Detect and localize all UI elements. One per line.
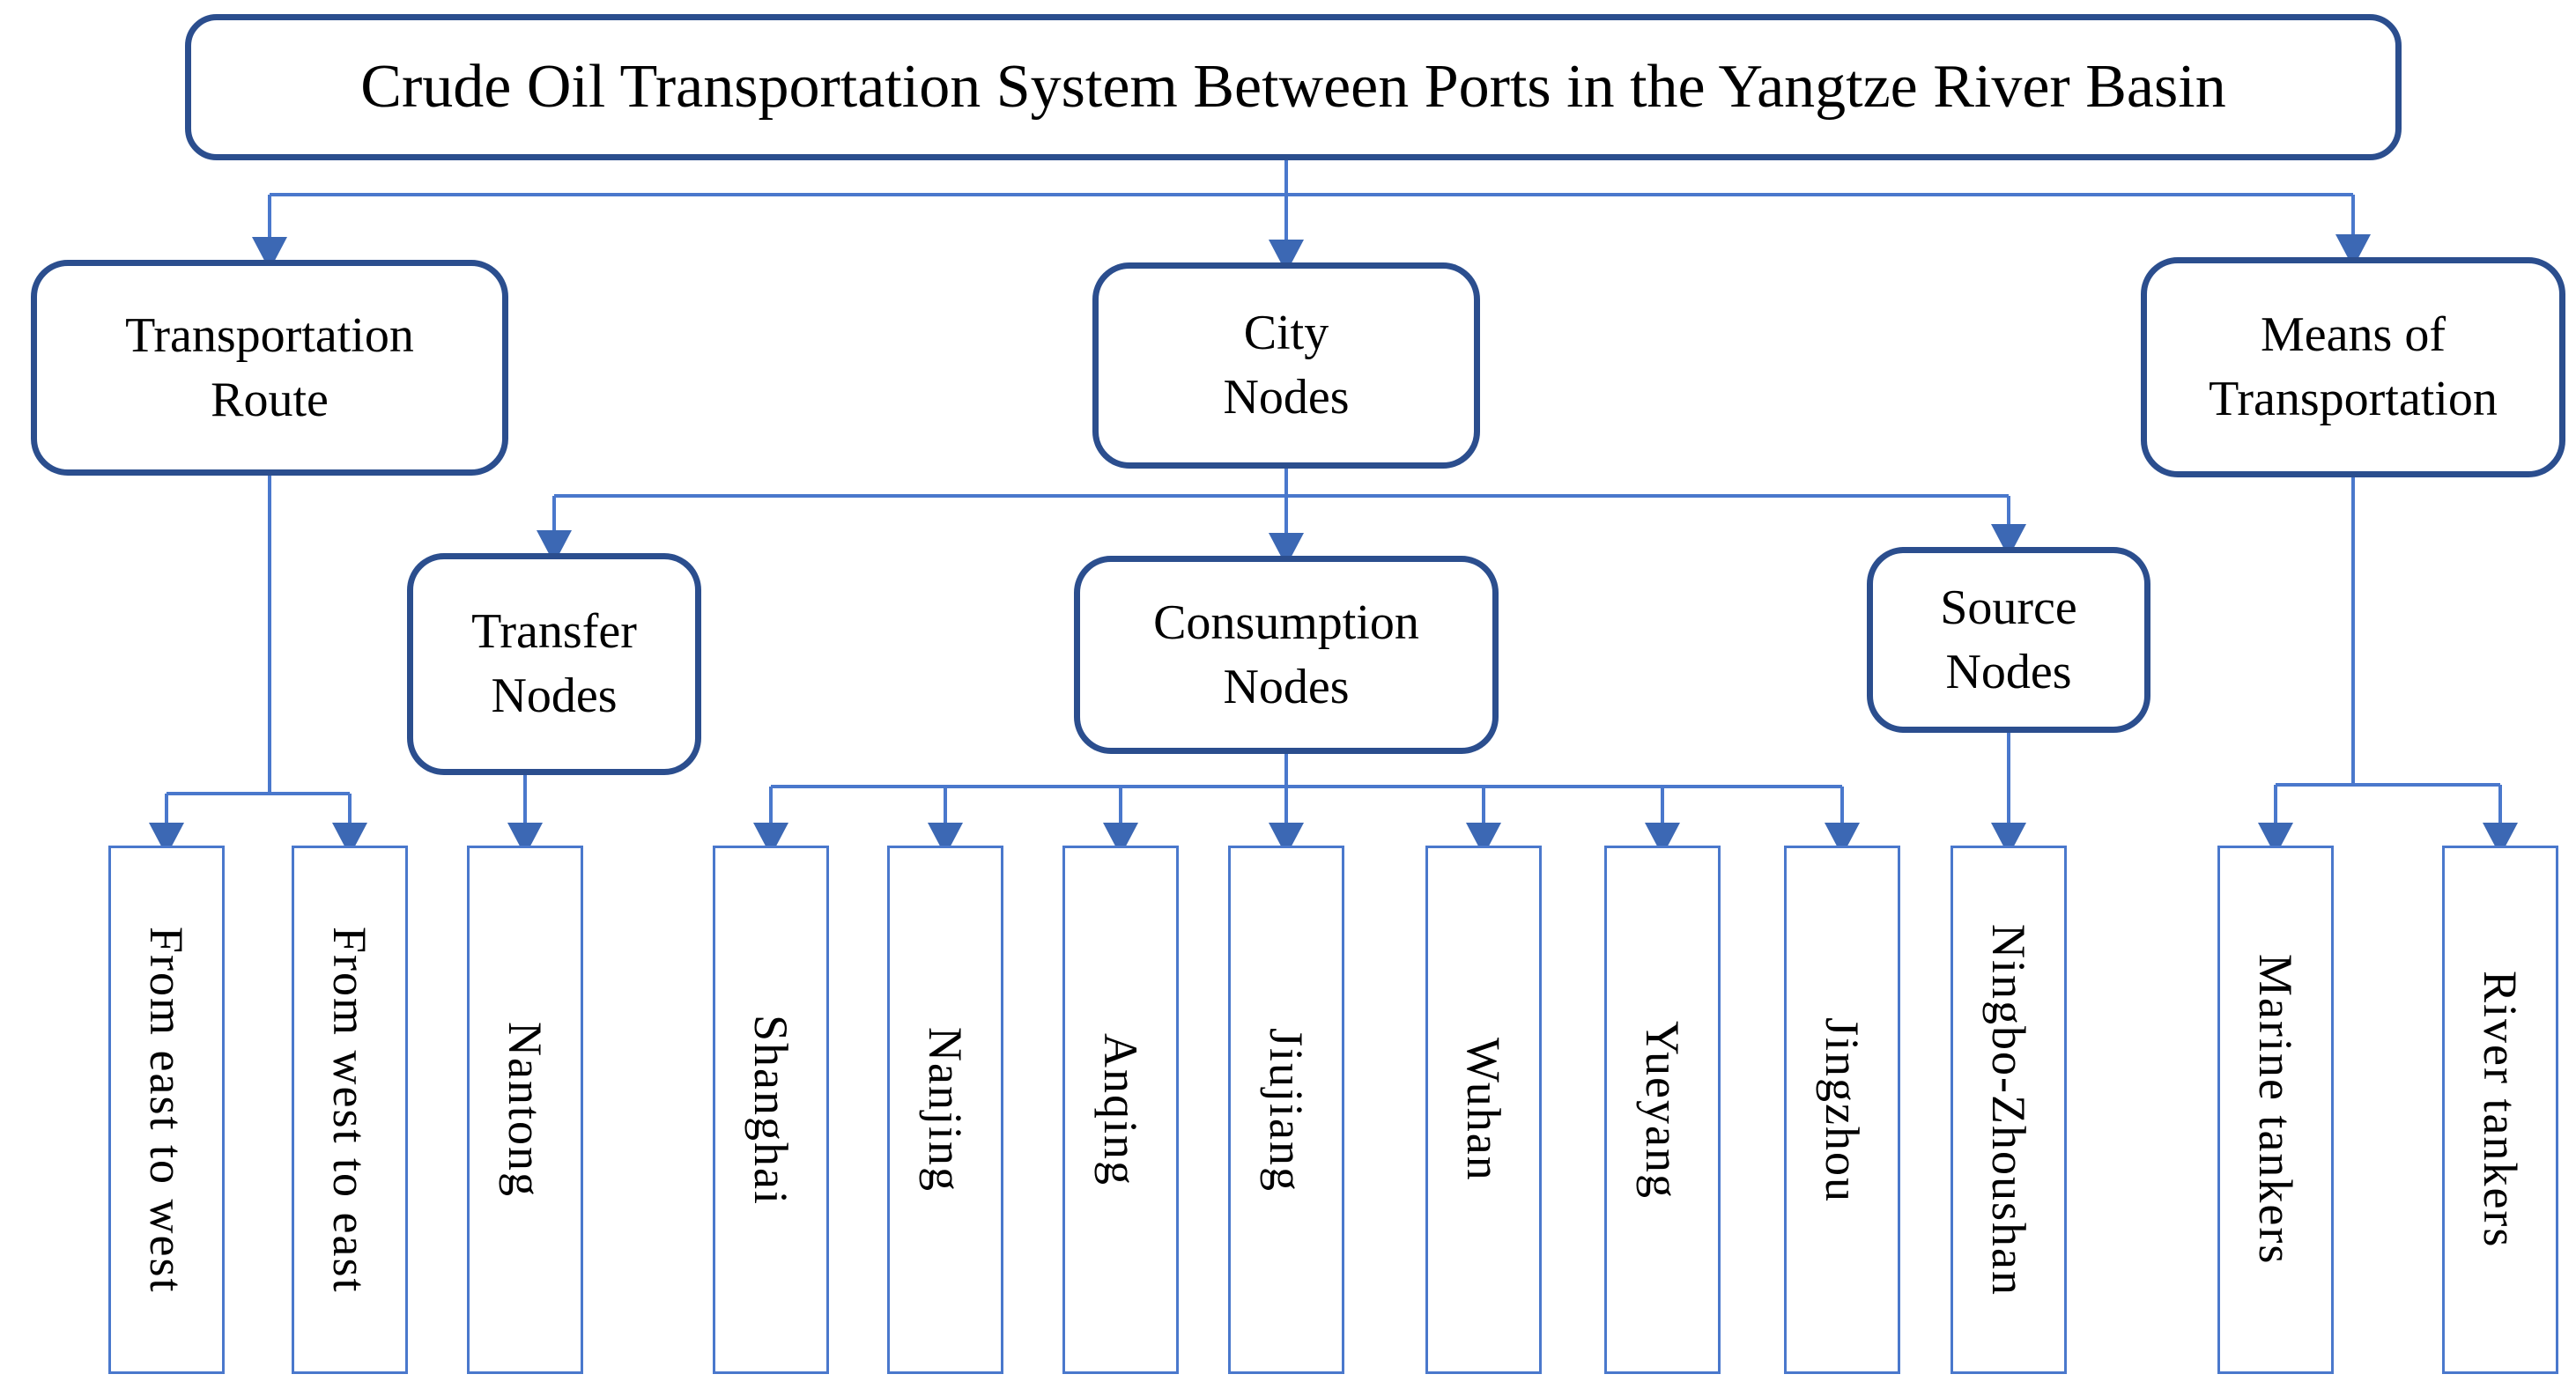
transportation-route-label: Transportation Route bbox=[125, 307, 414, 427]
city-nodes-label: City Nodes bbox=[1223, 306, 1350, 425]
arrow-down-icon bbox=[1991, 524, 2026, 558]
arrow-down-icon bbox=[1269, 823, 1304, 856]
node-consumption-nodes: Consumption Nodes bbox=[1074, 556, 1499, 754]
from-west-to-east-label: From west to east bbox=[323, 926, 376, 1294]
shanghai-label: Shanghai bbox=[744, 1014, 797, 1206]
arrow-down-icon bbox=[2335, 234, 2371, 268]
node-transportation-route: Transportation Route bbox=[31, 260, 508, 476]
river-tankers-label: River tankers bbox=[2474, 971, 2527, 1249]
leaf-marine-tankers: Marine tankers bbox=[2217, 846, 2334, 1374]
node-source-nodes: Source Nodes bbox=[1867, 547, 2150, 733]
jingzhou-label: Jingzhou bbox=[1816, 1016, 1869, 1203]
wuhan-label: Wuhan bbox=[1457, 1038, 1510, 1182]
nantong-label: Nantong bbox=[499, 1022, 551, 1198]
ningbo-zhoushan-label: Ningbo-Zhoushan bbox=[1982, 923, 2035, 1297]
means-of-transportation-label: Means of Transportation bbox=[2209, 307, 2498, 426]
leaf-yueyang: Yueyang bbox=[1604, 846, 1721, 1374]
marine-tankers-label: Marine tankers bbox=[2249, 954, 2302, 1266]
arrow-down-icon bbox=[928, 823, 963, 856]
yueyang-label: Yueyang bbox=[1636, 1020, 1689, 1200]
arrow-down-icon bbox=[1645, 823, 1680, 856]
leaf-nanjing: Nanjing bbox=[887, 846, 1003, 1374]
leaf-from-east-to-west: From east to west bbox=[108, 846, 225, 1374]
transfer-nodes-label: Transfer Nodes bbox=[471, 604, 637, 723]
arrow-down-icon bbox=[1825, 823, 1860, 856]
arrow-down-icon bbox=[2258, 823, 2293, 856]
leaf-jiujiang: Jiujiang bbox=[1228, 846, 1344, 1374]
anqing-label: Anqing bbox=[1094, 1033, 1147, 1186]
leaf-ningbo-zhoushan: Ningbo-Zhoushan bbox=[1951, 846, 2067, 1374]
arrow-down-icon bbox=[252, 237, 287, 270]
diagram-title-label: Crude Oil Transportation System Between … bbox=[360, 53, 2226, 121]
arrow-down-icon bbox=[332, 823, 367, 856]
source-nodes-label: Source Nodes bbox=[1940, 580, 2077, 699]
from-east-to-west-label: From east to west bbox=[140, 926, 193, 1294]
nanjing-label: Nanjing bbox=[919, 1027, 972, 1193]
leaf-from-west-to-east: From west to east bbox=[292, 846, 408, 1374]
node-means-of-transportation: Means of Transportation bbox=[2141, 257, 2565, 477]
leaf-nantong: Nantong bbox=[467, 846, 583, 1374]
arrow-down-icon bbox=[149, 823, 184, 856]
leaf-shanghai: Shanghai bbox=[713, 846, 829, 1374]
arrow-down-icon bbox=[1991, 823, 2026, 856]
arrow-down-icon bbox=[1269, 533, 1304, 566]
consumption-nodes-label: Consumption Nodes bbox=[1153, 595, 1419, 714]
arrow-down-icon bbox=[537, 530, 572, 564]
node-city-nodes: City Nodes bbox=[1092, 262, 1480, 469]
leaf-wuhan: Wuhan bbox=[1425, 846, 1542, 1374]
arrow-down-icon bbox=[1103, 823, 1138, 856]
node-diagram-title: Crude Oil Transportation System Between … bbox=[185, 14, 2402, 160]
node-transfer-nodes: Transfer Nodes bbox=[407, 553, 701, 775]
arrow-down-icon bbox=[2483, 823, 2518, 856]
leaf-jingzhou: Jingzhou bbox=[1784, 846, 1900, 1374]
arrow-down-icon bbox=[753, 823, 788, 856]
leaf-anqing: Anqing bbox=[1062, 846, 1179, 1374]
arrow-down-icon bbox=[507, 823, 543, 856]
jiujiang-label: Jiujiang bbox=[1260, 1027, 1313, 1193]
leaf-river-tankers: River tankers bbox=[2442, 846, 2558, 1374]
arrow-down-icon bbox=[1269, 240, 1304, 273]
arrow-down-icon bbox=[1466, 823, 1501, 856]
